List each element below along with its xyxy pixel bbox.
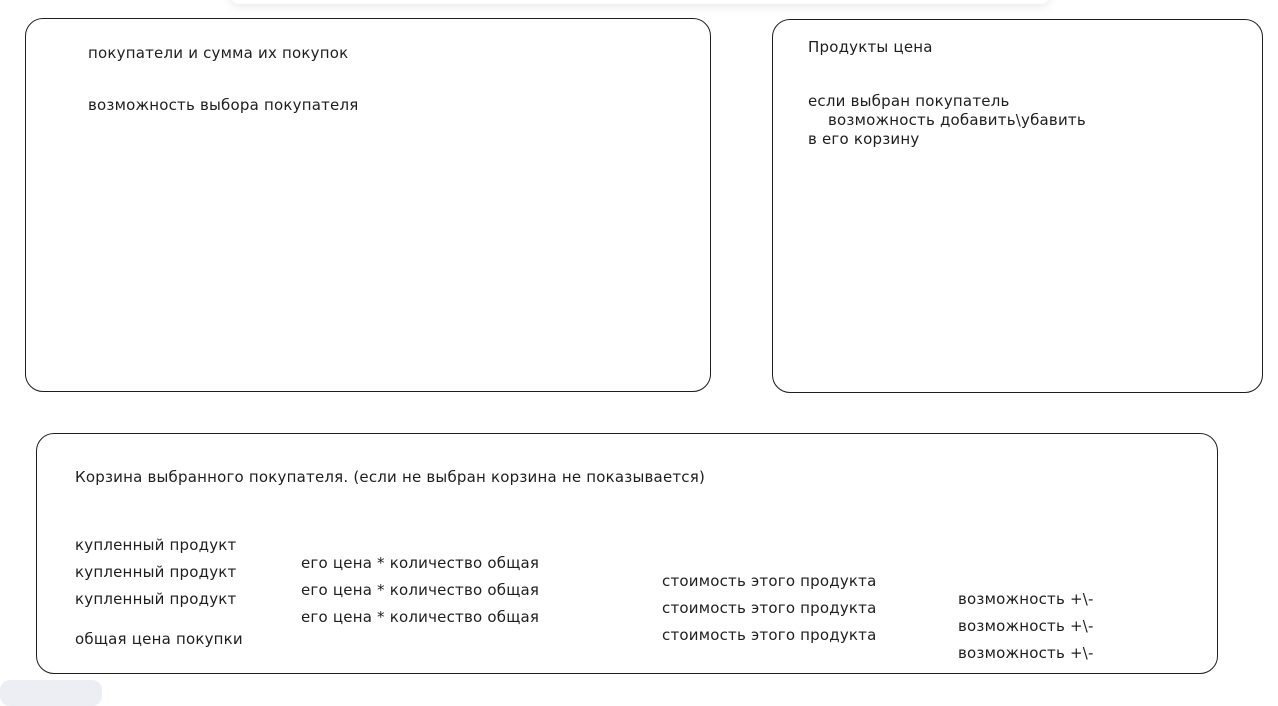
cart-row-price: его цена * количество общая (301, 554, 540, 572)
cart-row-product: купленный продукт (75, 590, 237, 608)
cart-row-price: его цена * количество общая (301, 608, 540, 626)
cart-row: купленный продукт его цена * количество … (75, 545, 1195, 635)
cart-row-action[interactable]: возможность +\- (958, 590, 1094, 608)
cart-row-action[interactable]: возможность +\- (958, 644, 1094, 662)
cart-row-cost: стоимость этого продукта (662, 572, 877, 590)
products-panel-line-3: в его корзину (808, 130, 920, 148)
products-panel-title: Продукты цена (808, 38, 933, 56)
customers-panel-line-2: возможность выбора покупателя (88, 96, 359, 114)
cart-total-label: общая цена покупки (75, 630, 243, 648)
cart-panel[interactable] (36, 433, 1218, 674)
cart-row-action[interactable]: возможность +\- (958, 617, 1094, 635)
toolbar-edge (230, 0, 1050, 4)
cart-row: купленный продукт его цена * количество … (75, 572, 1195, 662)
cart-row-cost: стоимость этого продукта (662, 599, 877, 617)
products-panel-line-2: возможность добавить\убавить (828, 111, 1086, 129)
zoom-control[interactable] (0, 680, 102, 706)
cart-row-product: купленный продукт (75, 536, 237, 554)
cart-row-product: купленный продукт (75, 563, 237, 581)
customers-panel[interactable] (25, 18, 711, 392)
products-panel[interactable] (772, 19, 1263, 393)
products-panel-line-1: если выбран покупатель (808, 92, 1010, 110)
cart-row-cost: стоимость этого продукта (662, 626, 877, 644)
customers-panel-line-1: покупатели и сумма их покупок (88, 44, 349, 62)
cart-row: купленный продукт его цена * количество … (75, 518, 1195, 608)
cart-row-price: его цена * количество общая (301, 581, 540, 599)
cart-panel-title: Корзина выбранного покупателя. (если не … (75, 468, 706, 486)
